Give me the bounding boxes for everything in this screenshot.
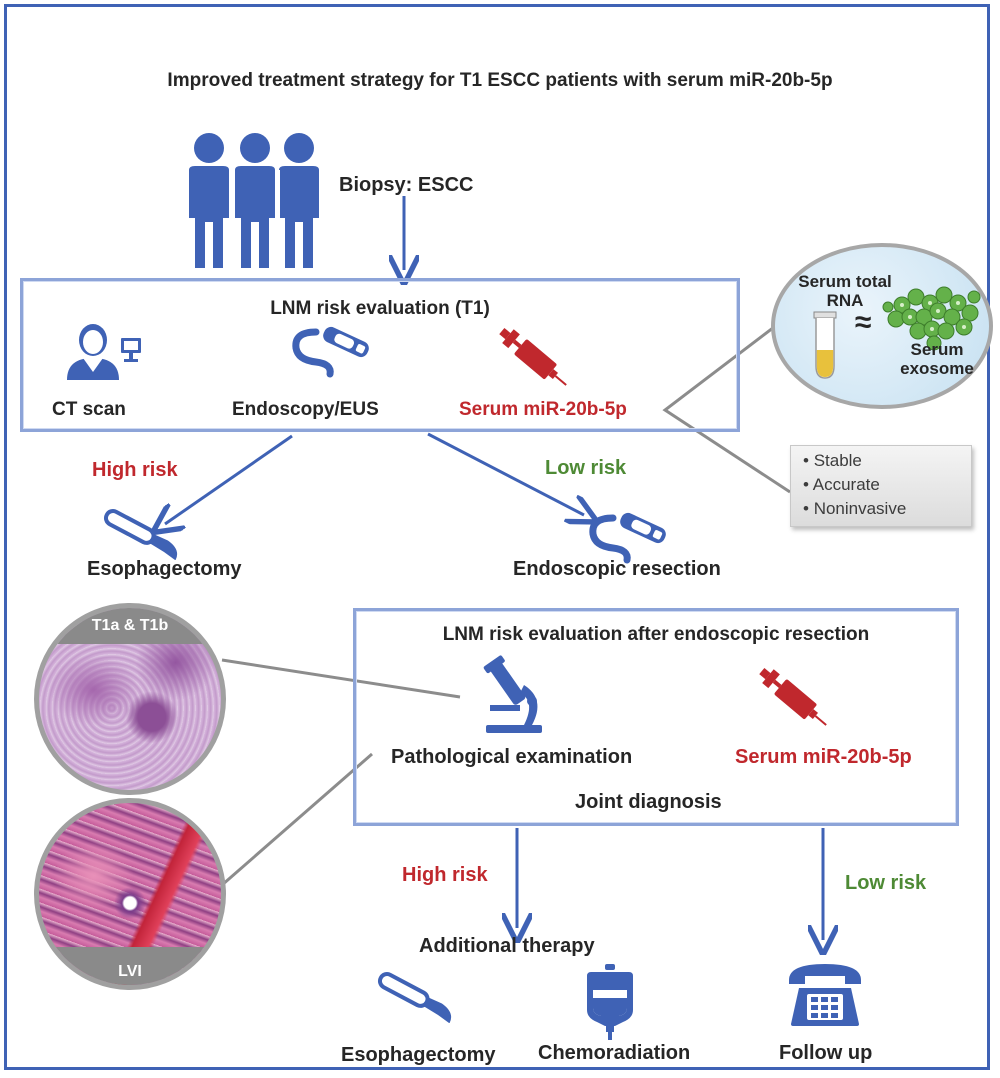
histology-lvi-circle (34, 798, 226, 990)
histology-t1-header (39, 608, 221, 644)
exosome-cluster-icon (882, 286, 981, 351)
benefit-item: • Noninvasive (803, 499, 907, 518)
page-title: Improved treatment strategy for T1 ESCC … (167, 70, 833, 91)
iv-bag-icon (587, 964, 633, 1040)
serum-tube-icon (813, 311, 837, 379)
high-risk-label: High risk (92, 459, 178, 481)
pathological-exam-label: Pathological examination (391, 746, 633, 768)
esophagectomy-label-2: Esophagectomy (341, 1044, 496, 1066)
low-risk-label: Low risk (545, 457, 627, 479)
high-risk-arrow (165, 434, 293, 524)
histology-t1-label: T1a & T1b (91, 617, 169, 634)
lnm-evaluation-box (20, 278, 740, 432)
after-box-heading: LNM risk evaluation after endoscopic res… (442, 624, 870, 645)
benefit-item: • Stable (803, 451, 862, 470)
after-resection-box (353, 608, 959, 826)
esophagectomy-label-1: Esophagectomy (87, 558, 242, 580)
doctor-computer-icon (67, 324, 141, 380)
histology-callout-bottom (221, 752, 373, 887)
syringe-icon (499, 327, 567, 386)
approx-symbol: ≈ (855, 306, 872, 339)
serum-exosome-label: Serum exosome (900, 340, 974, 378)
serum-total-rna-label: Serum total RNA (798, 272, 892, 310)
scalpel-icon (103, 509, 178, 560)
joint-diagnosis-label: Joint diagnosis (575, 791, 722, 813)
syringe-icon-2 (759, 667, 827, 726)
patients-icon (189, 133, 319, 268)
low-risk-label-2: Low risk (845, 872, 927, 894)
low-risk-arrow (427, 432, 584, 515)
benefits-box: • Stable • Accurate • Noninvasive (790, 445, 972, 527)
chemoradiation-label: Chemoradiation (538, 1042, 691, 1064)
high-risk-label-2: High risk (402, 864, 488, 886)
endoscope-icon (292, 326, 369, 378)
follow-up-label: Follow up (779, 1042, 873, 1064)
scalpel-icon-2 (377, 972, 452, 1023)
histology-lvi-label: LVI (118, 963, 142, 980)
additional-therapy-label: Additional therapy (419, 935, 595, 957)
biopsy-label: Biopsy: ESCC (339, 174, 474, 196)
endoscope-icon-2 (589, 512, 666, 564)
ct-scan-label: CT scan (52, 399, 126, 420)
serum-mir-label-2: Serum miR-20b-5p (735, 746, 912, 768)
diagram-frame (4, 4, 990, 1070)
benefit-item: • Accurate (803, 475, 880, 494)
lnm-box-heading: LNM risk evaluation (T1) (270, 298, 490, 319)
endoscopic-resection-label: Endoscopic resection (513, 558, 721, 580)
microscope-icon (483, 655, 542, 733)
serum-callout-line (662, 313, 791, 494)
endoscopy-label: Endoscopy/EUS (232, 399, 379, 420)
serum-circle (771, 243, 993, 409)
histology-t1-circle (34, 603, 226, 795)
histology-lvi-footer (39, 947, 221, 985)
telephone-icon (789, 964, 861, 1026)
serum-mir-label: Serum miR-20b-5p (459, 399, 627, 420)
histology-callout-top (221, 658, 461, 699)
